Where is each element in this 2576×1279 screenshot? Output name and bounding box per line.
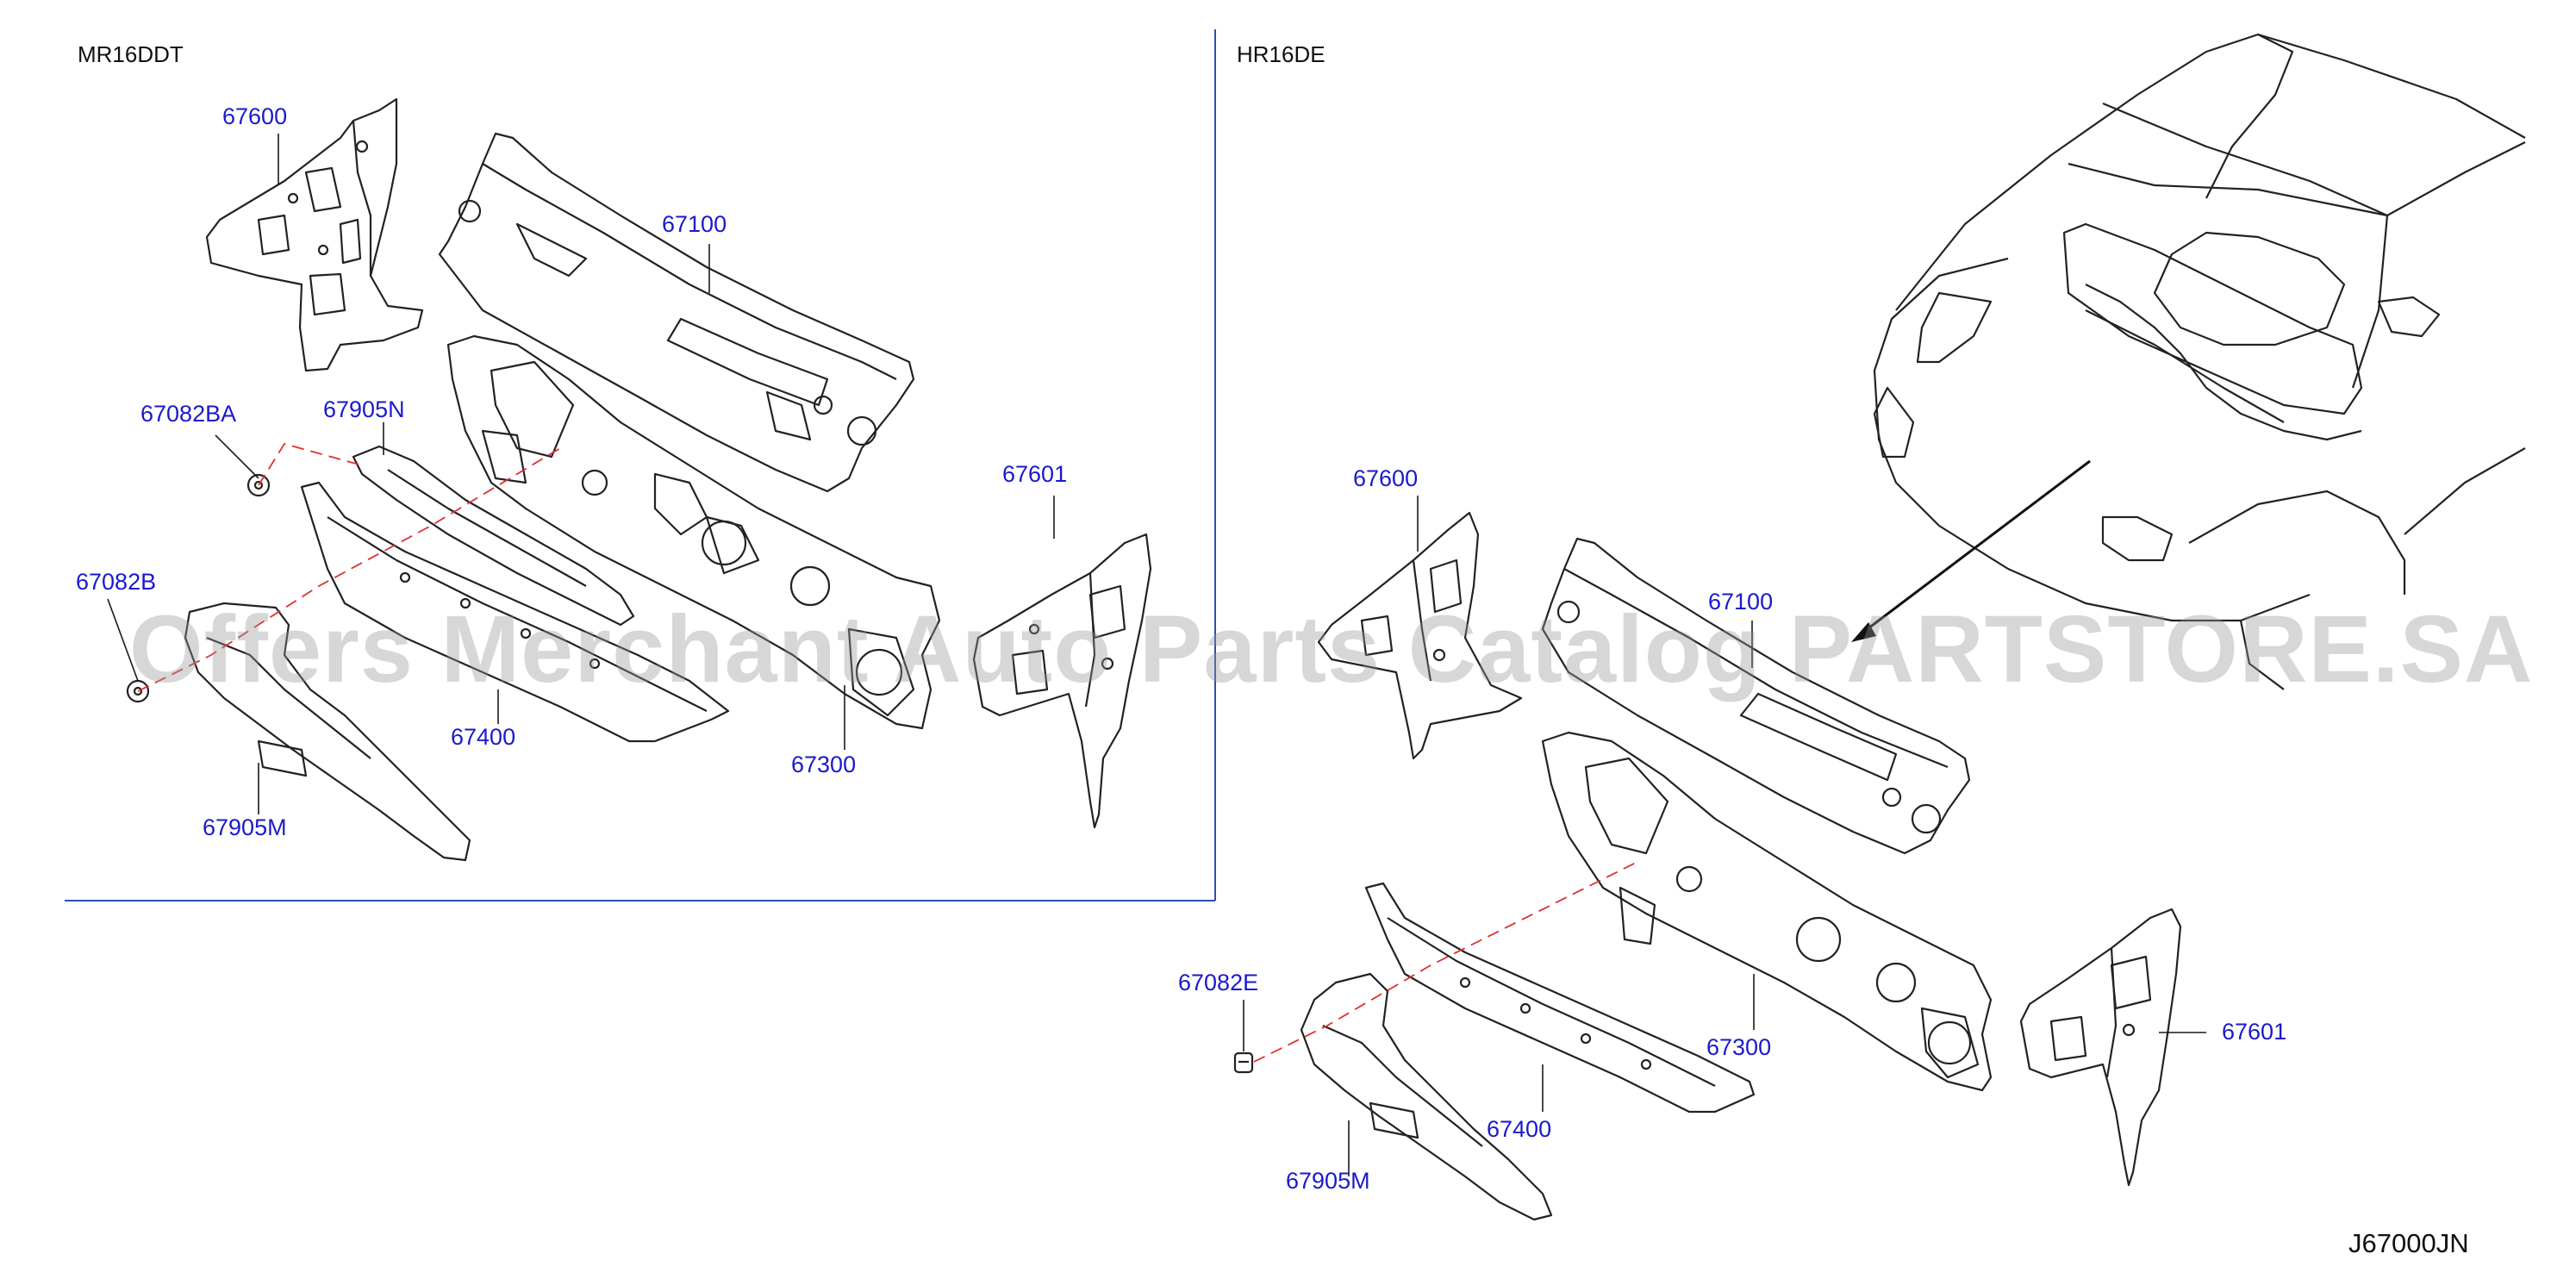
part-label-67100-left[interactable]: 67100 <box>662 211 727 237</box>
clip-67082E-right[interactable] <box>1233 1051 1254 1074</box>
section-title-right: HR16DE <box>1237 41 1325 67</box>
part-label-67905M-right[interactable]: 67905M <box>1286 1168 1370 1194</box>
part-67601-right[interactable] <box>2019 908 2182 1187</box>
part-67400-left[interactable] <box>300 481 730 743</box>
part-label-67400-right[interactable]: 67400 <box>1487 1116 1552 1142</box>
part-label-67082BA-left[interactable]: 67082BA <box>140 401 237 427</box>
right-leader-lines <box>1243 496 2206 1176</box>
part-label-67600-right[interactable]: 67600 <box>1353 465 1419 491</box>
part-67100-right[interactable] <box>1541 537 1971 855</box>
part-label-67300-left[interactable]: 67300 <box>791 752 857 777</box>
part-67600-left[interactable] <box>205 97 424 372</box>
part-label-67082E-right[interactable]: 67082E <box>1178 970 1259 995</box>
part-label-67905N-left[interactable]: 67905N <box>323 396 405 422</box>
part-67905M-left[interactable] <box>184 602 471 862</box>
part-67905N-left[interactable] <box>352 445 635 627</box>
left-hidden-lines <box>137 442 561 692</box>
part-67905M-right[interactable] <box>1300 972 1553 1221</box>
part-label-67082B-left[interactable]: 67082B <box>76 569 157 595</box>
part-label-67905M-left[interactable]: 67905M <box>203 814 287 840</box>
part-label-67400-left[interactable]: 67400 <box>451 724 516 750</box>
part-67100-left[interactable] <box>438 132 915 493</box>
left-section-frame <box>65 29 1216 902</box>
part-67601-left[interactable] <box>972 533 1152 829</box>
part-label-67601-left[interactable]: 67601 <box>1002 461 1068 487</box>
part-67300-left[interactable] <box>446 334 941 730</box>
part-67400-right[interactable] <box>1364 882 1756 1114</box>
part-label-67100-right[interactable]: 67100 <box>1708 589 1774 615</box>
right-hidden-lines <box>1253 861 1638 1063</box>
location-arrow <box>1851 459 2091 642</box>
left-leader-lines <box>107 134 1055 814</box>
part-label-67600-left[interactable]: 67600 <box>222 103 288 129</box>
part-67600-right[interactable] <box>1317 511 1523 760</box>
part-67300-right[interactable] <box>1541 731 1993 1092</box>
clip-67082BA-left[interactable] <box>246 473 271 497</box>
car-outline <box>1873 33 2526 690</box>
section-title-left: MR16DDT <box>78 41 184 67</box>
diagram-code: J67000JN <box>2348 1228 2469 1258</box>
part-label-67300-right[interactable]: 67300 <box>1706 1034 1772 1060</box>
part-label-67601-right[interactable]: 67601 <box>2222 1019 2287 1045</box>
